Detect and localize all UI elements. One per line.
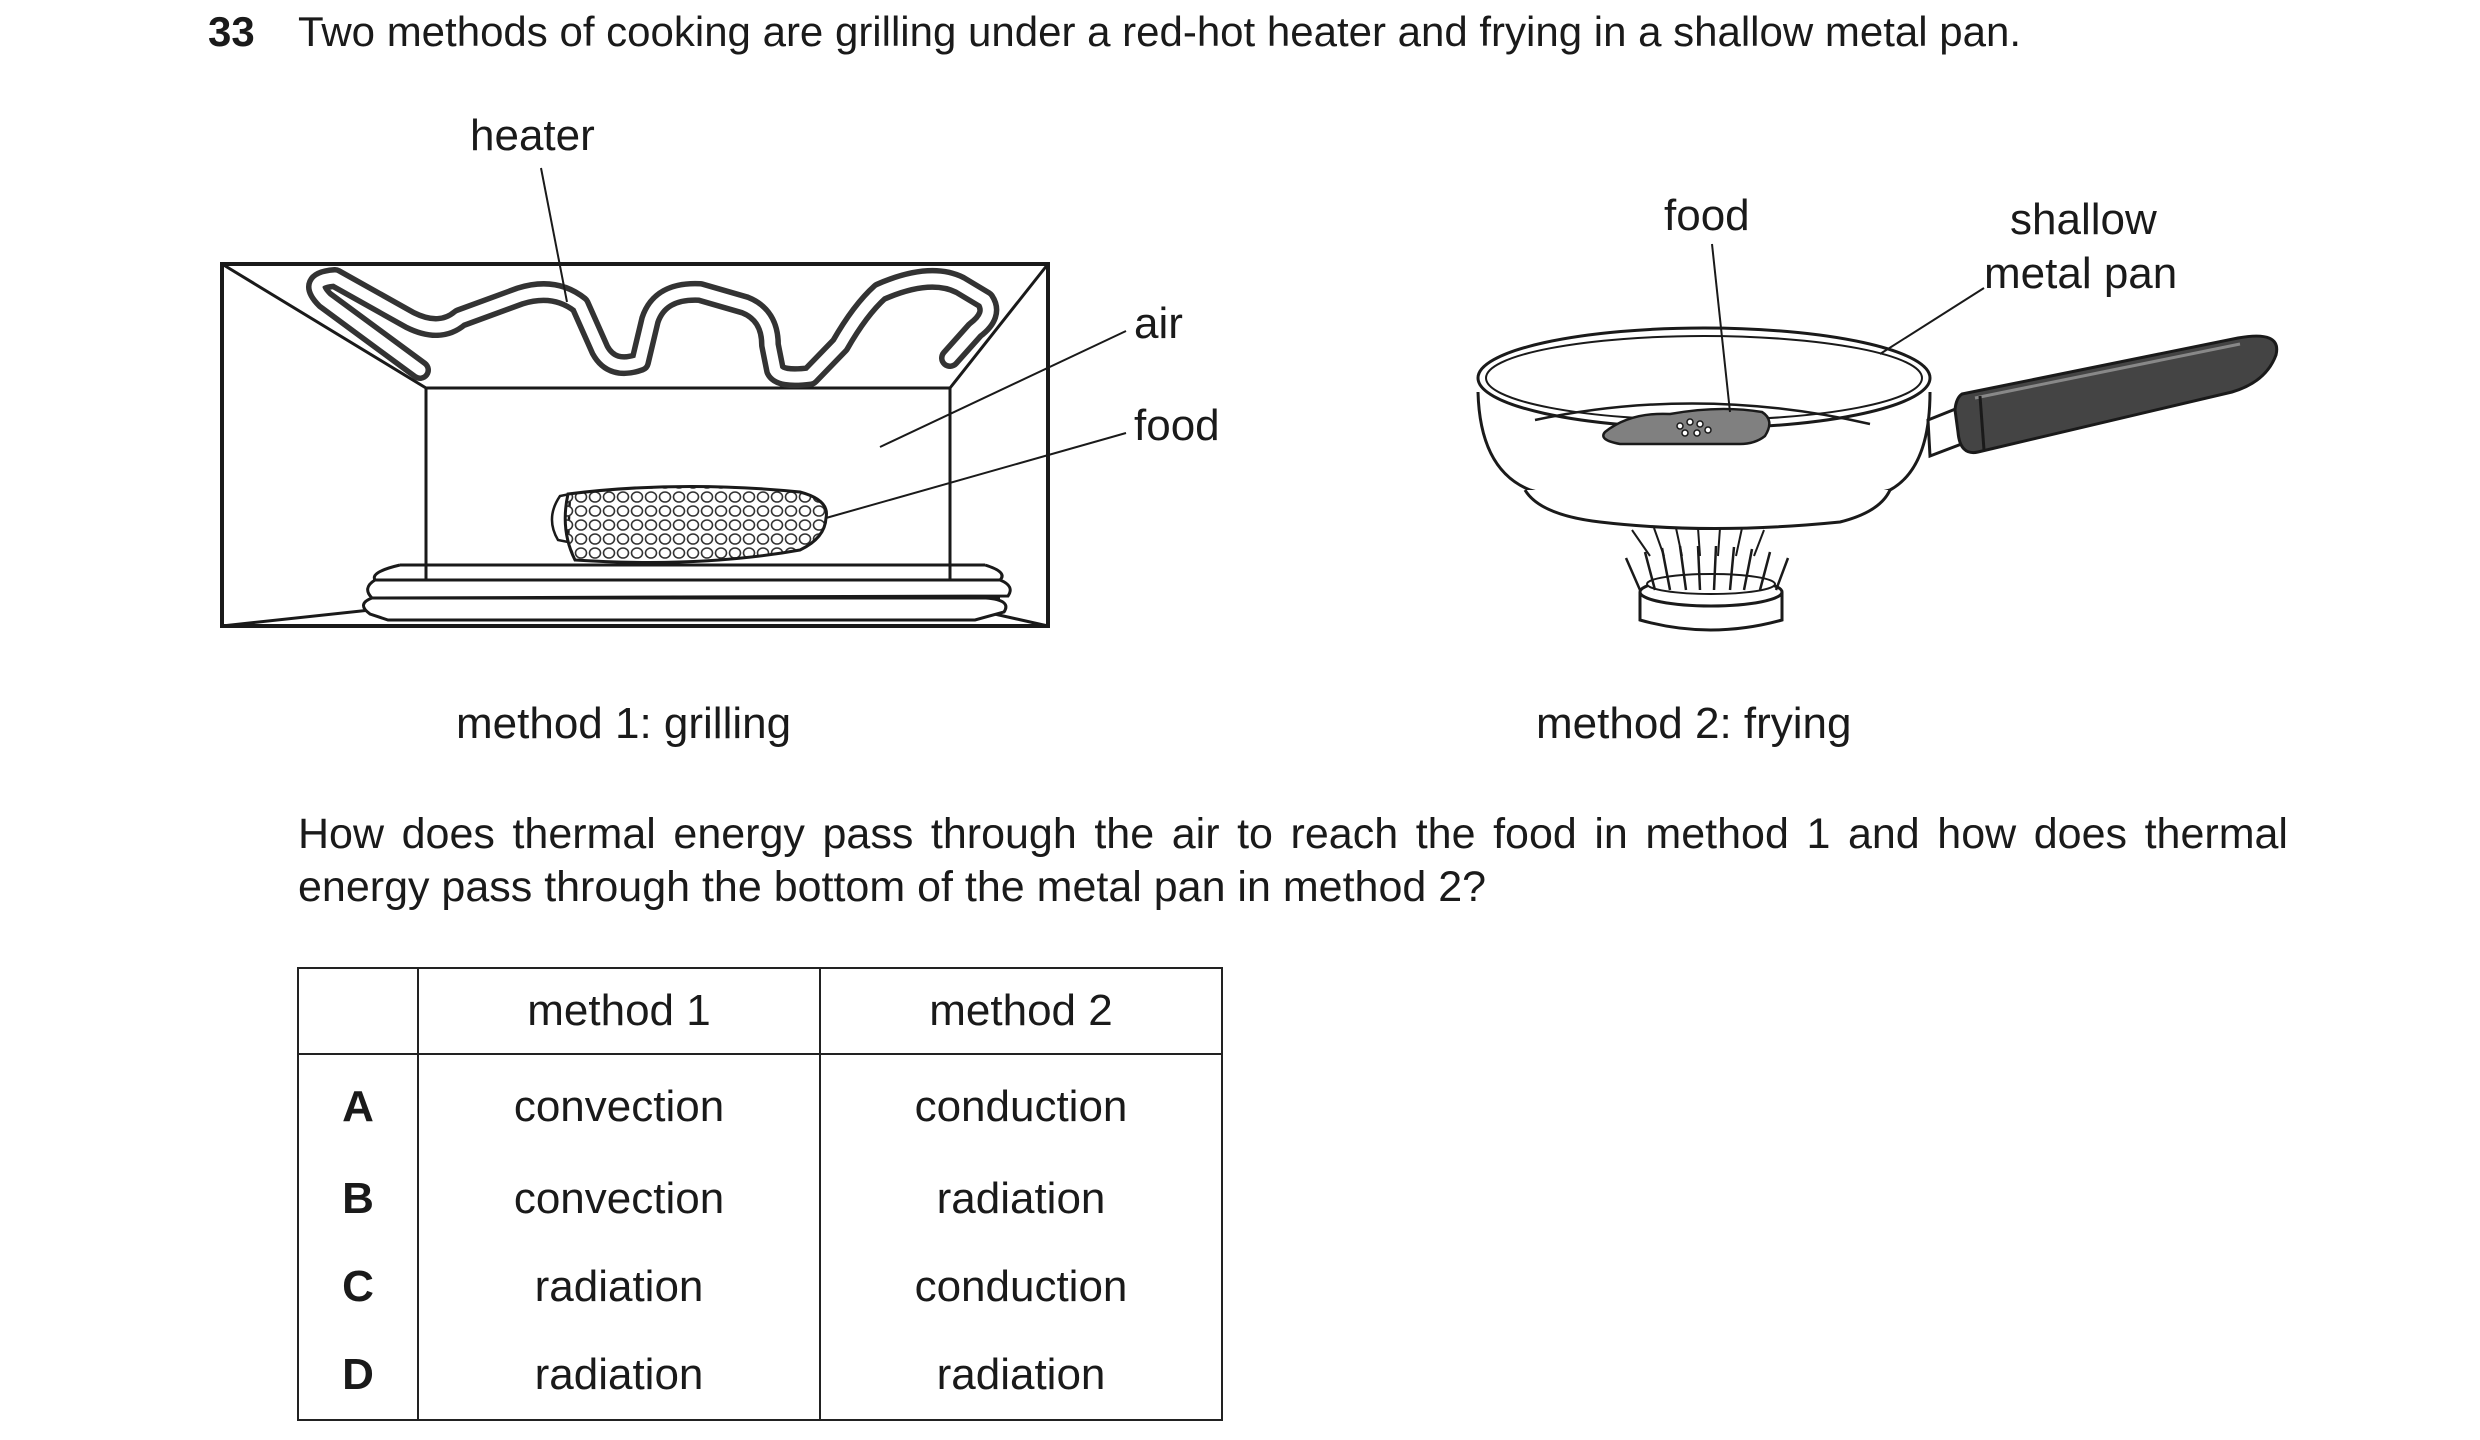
option-letter: D [297,1331,419,1421]
food-leader-pan [1711,243,1731,413]
option-row-a[interactable]: A convection conduction [297,1054,1223,1155]
option-method-2: radiation [819,1155,1223,1243]
option-letter: C [297,1243,419,1331]
pan-leader [1879,287,1985,355]
pan-body [1476,326,1932,530]
question-prompt: How does thermal energy pass through the… [298,810,2288,911]
food-leader-grill [825,432,1127,519]
heater-label: heater [470,111,595,160]
option-row-c[interactable]: C radiation conduction [297,1243,1223,1331]
pan-label-line1: shallow [2010,195,2157,244]
option-row-d[interactable]: D radiation radiation [297,1331,1223,1421]
option-method-2: conduction [819,1243,1223,1331]
option-row-b[interactable]: B convection radiation [297,1155,1223,1243]
caption-grilling: method 1: grilling [456,699,792,748]
option-letter: A [297,1054,419,1155]
air-leader [879,330,1127,448]
option-letter: B [297,1155,419,1243]
grill-tray [362,563,1012,622]
pan-label-line2: metal pan [1984,249,2178,298]
grill-food-label: food [1134,401,1220,450]
heater-leader [540,167,568,303]
header-method-2: method 2 [819,967,1223,1055]
question-number: 33 [208,8,255,55]
corn-cob [550,484,828,564]
header-blank [297,967,419,1055]
air-label: air [1134,299,1183,348]
pan-food [1602,407,1771,446]
answer-options-table: method 1 method 2 A convection conductio… [297,967,1223,1421]
option-method-2: radiation [819,1331,1223,1421]
gas-burner [1624,527,1790,632]
question-text: Two methods of cooking are grilling unde… [298,8,2021,55]
cooking-methods-diagram [220,167,2279,632]
table-header-row: method 1 method 2 [297,967,1223,1055]
pan-food-label: food [1664,191,1750,240]
pan-handle [1926,334,2279,459]
caption-frying: method 2: frying [1536,699,1852,748]
grill-illustration [220,167,1127,628]
frying-pan-illustration [1476,243,2279,632]
option-method-1: radiation [417,1331,821,1421]
option-method-2: conduction [819,1054,1223,1155]
option-method-1: convection [417,1054,821,1155]
option-method-1: radiation [417,1243,821,1331]
heater-element [306,267,1000,389]
option-method-1: convection [417,1155,821,1243]
header-method-1: method 1 [417,967,821,1055]
